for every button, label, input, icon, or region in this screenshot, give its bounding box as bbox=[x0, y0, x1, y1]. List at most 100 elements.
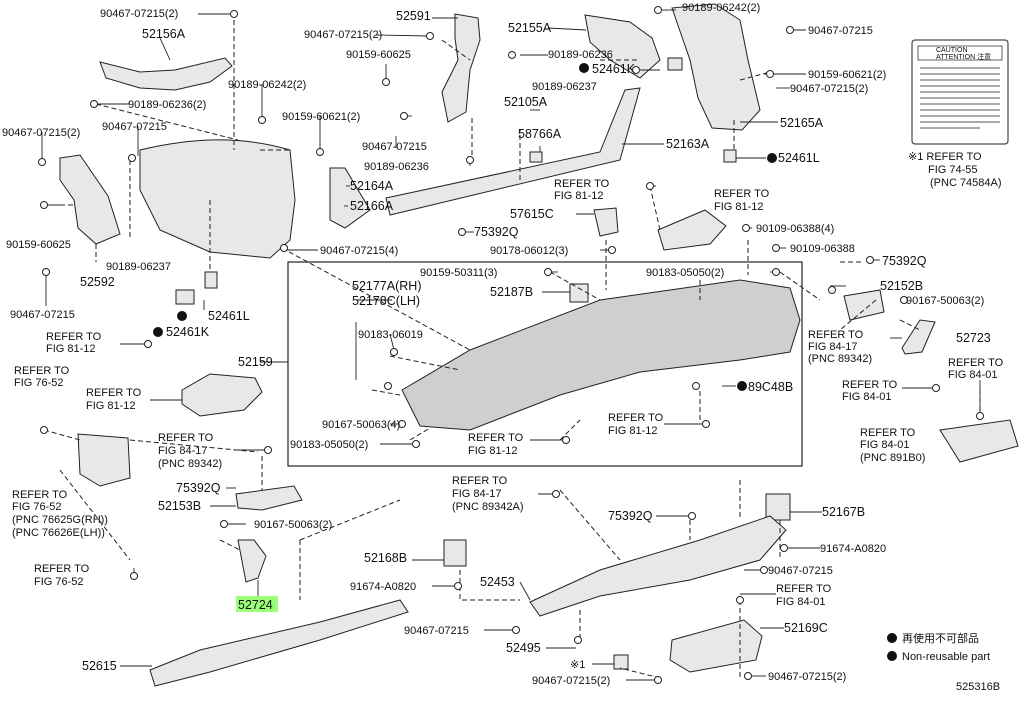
label-75392Q-a[interactable]: 75392Q bbox=[474, 225, 519, 239]
part-rear-bumper-cover[interactable] bbox=[401, 279, 801, 431]
label-52461L-top[interactable]: 52461L bbox=[778, 151, 820, 165]
label-52177A[interactable]: 52177A(RH) bbox=[352, 279, 421, 293]
label-refer-84-01-d1[interactable]: REFER TO bbox=[776, 583, 832, 595]
part-52163A-strip[interactable] bbox=[385, 87, 641, 216]
label-refer-81-12-f1[interactable]: REFER TO bbox=[468, 432, 524, 444]
label-90189-06242-2[interactable]: 90189-06242(2) bbox=[682, 2, 760, 14]
label-refer-81-12-c1[interactable]: REFER TO bbox=[46, 331, 102, 343]
label-refer-76-52-c2[interactable]: FIG 76-52 bbox=[34, 576, 84, 588]
part-52169C-cover[interactable] bbox=[669, 619, 763, 673]
label-52453[interactable]: 52453 bbox=[480, 575, 515, 589]
label-90159-60621-2-r[interactable]: 90159-60621(2) bbox=[808, 69, 886, 81]
label-90467-07215-2-b[interactable]: 90467-07215(2) bbox=[304, 29, 382, 41]
label-refer-84-01-b2[interactable]: FIG 84-01 bbox=[842, 391, 892, 403]
label-refer-84-01-c1[interactable]: REFER TO bbox=[860, 427, 916, 439]
label-refer-84-01-b1[interactable]: REFER TO bbox=[842, 379, 898, 391]
label-52153B[interactable]: 52153B bbox=[158, 499, 201, 513]
label-52165A[interactable]: 52165A bbox=[780, 116, 824, 130]
part-52592-bracket[interactable] bbox=[59, 154, 121, 245]
part-52461K-pad-top[interactable] bbox=[667, 57, 683, 71]
label-75392Q-r[interactable]: 75392Q bbox=[882, 254, 927, 268]
label-refer-84-17-c1[interactable]: REFER TO bbox=[452, 475, 508, 487]
label-refer-84-17-a1[interactable]: REFER TO bbox=[808, 329, 864, 341]
label-52169C[interactable]: 52169C bbox=[784, 621, 828, 635]
label-90189-06236-c[interactable]: 90189-06236 bbox=[364, 161, 429, 173]
part-note1-plate[interactable] bbox=[613, 654, 629, 670]
label-90167-50063-2-r[interactable]: 90167-50063(2) bbox=[906, 295, 984, 307]
label-75392Q-b[interactable]: 75392Q bbox=[176, 481, 221, 495]
label-90467-07215-2-r[interactable]: 90467-07215(2) bbox=[790, 83, 868, 95]
label-refer-84-01-c2[interactable]: FIG 84-01 bbox=[860, 439, 910, 451]
label-refer-76-52-b4[interactable]: (PNC 76626E(LH)) bbox=[12, 527, 105, 539]
label-refer-81-12-d2[interactable]: FIG 81-12 bbox=[86, 400, 136, 412]
label-90189-06236-a[interactable]: 90189-06236 bbox=[548, 49, 613, 61]
part-reflector-right-top[interactable] bbox=[657, 209, 727, 251]
label-refer-81-12-e1[interactable]: REFER TO bbox=[608, 412, 664, 424]
label-90467-07215-4[interactable]: 90467-07215(4) bbox=[320, 245, 398, 257]
label-52461K-mid[interactable]: 52461K bbox=[166, 325, 210, 339]
label-52167B[interactable]: 52167B bbox=[822, 505, 865, 519]
part-52165A-side[interactable] bbox=[671, 3, 761, 131]
label-90159-60625-a[interactable]: 90159-60625 bbox=[346, 49, 411, 61]
part-52453-lower-cover[interactable] bbox=[529, 515, 787, 617]
label-refer-84-01-d2[interactable]: FIG 84-01 bbox=[776, 596, 826, 608]
label-refer-81-12-a2[interactable]: FIG 81-12 bbox=[554, 190, 604, 202]
label-90189-06242-2-l[interactable]: 90189-06242(2) bbox=[228, 79, 306, 91]
label-90183-06019[interactable]: 90183-06019 bbox=[358, 329, 423, 341]
label-57615C[interactable]: 57615C bbox=[510, 207, 554, 221]
label-52156A[interactable]: 52156A bbox=[142, 27, 186, 41]
part-52187B-clip[interactable] bbox=[569, 283, 589, 303]
part-52156A-bracket[interactable] bbox=[99, 57, 233, 91]
label-refer-81-12-c2[interactable]: FIG 81-12 bbox=[46, 343, 96, 355]
label-90178-06012-3[interactable]: 90178-06012(3) bbox=[490, 245, 568, 257]
label-90189-06237-b[interactable]: 90189-06237 bbox=[106, 261, 171, 273]
label-75392Q-c[interactable]: 75392Q bbox=[608, 509, 653, 523]
label-52164A[interactable]: 52164A bbox=[350, 179, 394, 193]
part-52153B-lamp[interactable] bbox=[235, 485, 303, 511]
label-52591[interactable]: 52591 bbox=[396, 9, 431, 23]
label-refer-81-12-f2[interactable]: FIG 81-12 bbox=[468, 445, 518, 457]
label-refer-76-52-b1[interactable]: REFER TO bbox=[12, 489, 68, 501]
part-52168B-clip[interactable] bbox=[443, 539, 467, 567]
label-52178C[interactable]: 52178C(LH) bbox=[352, 294, 420, 308]
part-52723-trim[interactable] bbox=[901, 319, 936, 355]
label-90467-07215-bl[interactable]: 90467-07215 bbox=[10, 309, 75, 321]
label-52159[interactable]: 52159 bbox=[238, 355, 273, 369]
label-refer-84-01-c3[interactable]: (PNC 891B0) bbox=[860, 452, 925, 464]
label-90167-50063-2-b[interactable]: 90167-50063(2) bbox=[254, 519, 332, 531]
label-52163A[interactable]: 52163A bbox=[666, 137, 710, 151]
label-90183-05050-2-b[interactable]: 90183-05050(2) bbox=[290, 439, 368, 451]
label-refer-81-12-d1[interactable]: REFER TO bbox=[86, 387, 142, 399]
label-58766A[interactable]: 58766A bbox=[518, 127, 562, 141]
label-90467-07215-2-top[interactable]: 90467-07215(2) bbox=[100, 8, 178, 20]
label-52155A[interactable]: 52155A bbox=[508, 21, 552, 35]
label-refer-84-01-a2[interactable]: FIG 84-01 bbox=[948, 369, 998, 381]
label-90159-60625-b[interactable]: 90159-60625 bbox=[6, 239, 71, 251]
label-refer-84-17-a2[interactable]: FIG 84-17 bbox=[808, 341, 858, 353]
part-52152B-bracket[interactable] bbox=[843, 289, 885, 321]
part-52461K-pad-left[interactable] bbox=[175, 289, 195, 305]
part-57615C-bracket[interactable] bbox=[593, 207, 619, 237]
part-52591-bracket[interactable] bbox=[441, 13, 481, 123]
label-refer-84-17-c3[interactable]: (PNC 89342A) bbox=[452, 501, 524, 513]
label-52615[interactable]: 52615 bbox=[82, 659, 117, 673]
label-90159-60621-2[interactable]: 90159-60621(2) bbox=[282, 111, 360, 123]
label-90467-07215-b2[interactable]: 90467-07215 bbox=[404, 625, 469, 637]
part-side-cover[interactable] bbox=[139, 139, 296, 259]
part-52461L-pad-right[interactable] bbox=[723, 149, 737, 163]
part-lamp-left[interactable] bbox=[181, 373, 263, 417]
label-91674-A0820-l[interactable]: 91674-A0820 bbox=[350, 581, 416, 593]
label-90467-07215-tr[interactable]: 90467-07215 bbox=[808, 25, 873, 37]
label-52187B[interactable]: 52187B bbox=[490, 285, 533, 299]
label-refer-76-52-b2[interactable]: FIG 76-52 bbox=[12, 501, 62, 513]
label-refer-84-17-b2[interactable]: FIG 84-17 bbox=[158, 445, 208, 457]
label-refer-81-12-b1[interactable]: REFER TO bbox=[714, 188, 770, 200]
label-refer-84-17-b1[interactable]: REFER TO bbox=[158, 432, 214, 444]
part-52724-trim[interactable] bbox=[237, 539, 267, 583]
label-91674-A0820-r[interactable]: 91674-A0820 bbox=[820, 543, 886, 555]
label-90189-06237-a[interactable]: 90189-06237 bbox=[532, 81, 597, 93]
label-90467-07215-2-bottom[interactable]: 90467-07215(2) bbox=[532, 675, 610, 687]
label-refer-81-12-a1[interactable]: REFER TO bbox=[554, 178, 610, 190]
label-90109-06388-4[interactable]: 90109-06388(4) bbox=[756, 223, 834, 235]
part-52461L-pad-left[interactable] bbox=[204, 271, 218, 289]
